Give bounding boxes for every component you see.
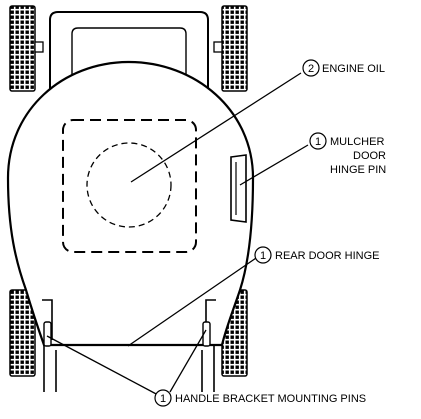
front-right-wheel — [221, 5, 248, 92]
engine-outline — [62, 119, 197, 253]
handle-bracket-callout: 1 HANDLE BRACKET MOUNTING PINS — [154, 389, 366, 407]
mulcher-door-hinge-pin — [230, 154, 247, 223]
rear-door-hinge-callout: 1 REAR DOOR HINGE — [254, 246, 380, 264]
engine-oil-label: ENGINE OIL — [322, 63, 385, 75]
front-left-wheel — [9, 5, 36, 92]
leader-lines — [46, 72, 309, 397]
mulcher-callout-number: 1 — [315, 136, 321, 148]
handle-bracket-label: HANDLE BRACKET MOUNTING PINS — [175, 393, 366, 405]
handle-callout-number: 1 — [160, 393, 166, 405]
oil-fill-cap — [86, 142, 172, 228]
mulcher-label-line3: HINGE PIN — [330, 164, 386, 176]
handle-bracket-right — [202, 299, 216, 347]
rear-left-wheel — [9, 289, 36, 377]
rear-door-label: REAR DOOR HINGE — [275, 250, 380, 262]
mulcher-label-line1: MULCHER — [330, 136, 384, 148]
mower-deck — [6, 60, 255, 347]
rear-door-callout-number: 1 — [260, 250, 266, 262]
engine-oil-callout: 2 ENGINE OIL — [302, 59, 385, 77]
mulcher-hinge-callout: 1 MULCHER DOOR HINGE PIN — [309, 132, 386, 176]
engine-oil-callout-number: 2 — [308, 63, 314, 75]
handle-tubes — [43, 345, 215, 392]
mulcher-label-line2: DOOR — [353, 150, 386, 162]
handle-bracket-left — [42, 299, 53, 347]
